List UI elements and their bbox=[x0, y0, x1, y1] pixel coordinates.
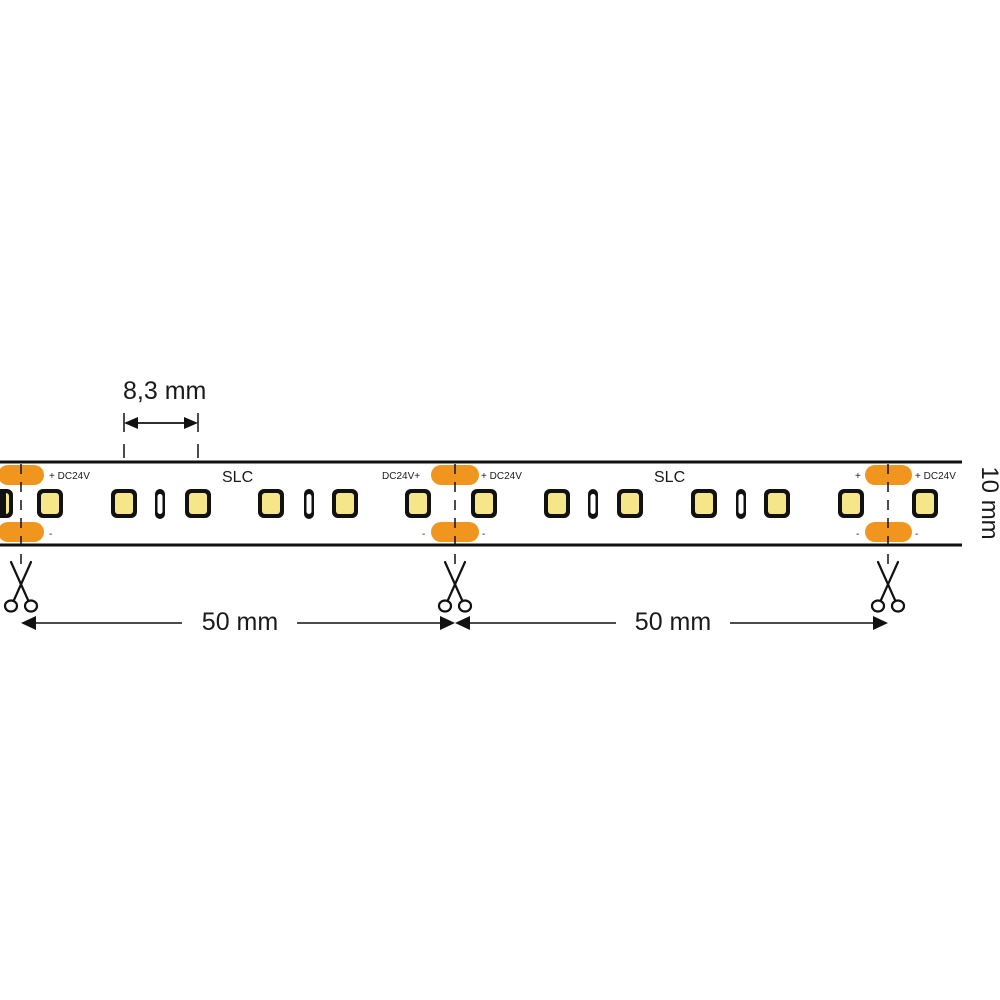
solder-pad bbox=[865, 522, 912, 542]
cut-pitch-label-2: 50 mm bbox=[635, 608, 711, 636]
led-chip bbox=[838, 489, 864, 518]
cut-pitch-dimension-1: 50 mm bbox=[21, 608, 455, 636]
led-strip bbox=[0, 460, 962, 547]
resistor bbox=[155, 489, 165, 519]
resistor bbox=[736, 489, 746, 519]
pitch-arrowhead-right bbox=[184, 417, 198, 429]
resistor bbox=[588, 489, 598, 519]
voltage-label-right: + DC24V bbox=[915, 471, 956, 482]
led-chip bbox=[764, 489, 790, 518]
scissors-icon bbox=[3, 560, 39, 613]
led-chip bbox=[691, 489, 717, 518]
minus-label-left: - bbox=[49, 529, 52, 540]
cut-pitch-arrowhead-1-left bbox=[21, 616, 36, 630]
voltage-label-left: + DC24V bbox=[49, 471, 90, 482]
solder-pad bbox=[431, 522, 479, 542]
voltage-label-mid-left: DC24V+ bbox=[382, 471, 420, 482]
cut-pitch-arrowhead-2-right bbox=[873, 616, 888, 630]
led-chip bbox=[37, 489, 63, 518]
led-chip bbox=[258, 489, 284, 518]
solder-pad bbox=[865, 465, 912, 485]
strip-width-label: 10 mm bbox=[976, 466, 1000, 539]
minus-label-right-left: - bbox=[856, 529, 859, 540]
scissors-icon bbox=[437, 560, 473, 613]
voltage-label-mid-right: + DC24V bbox=[481, 471, 522, 482]
led-chip bbox=[617, 489, 643, 518]
brand-label-2: SLC bbox=[654, 469, 685, 486]
led-chip bbox=[912, 489, 938, 518]
led-chip bbox=[111, 489, 137, 518]
led-chips bbox=[0, 489, 938, 518]
brand-label-1: SLC bbox=[222, 469, 253, 486]
cut-pitch-arrowhead-2-left bbox=[455, 616, 470, 630]
solder-pad bbox=[0, 465, 44, 485]
scissors-icon bbox=[870, 560, 906, 613]
led-pitch-dimension: 8,3 mm bbox=[123, 377, 206, 458]
led-chip bbox=[405, 489, 431, 518]
minus-label-mid-left: - bbox=[422, 529, 425, 540]
led-chip bbox=[185, 489, 211, 518]
minus-label-mid-right: - bbox=[482, 529, 485, 540]
led-pitch-label: 8,3 mm bbox=[123, 377, 206, 405]
pitch-arrowhead-left bbox=[124, 417, 138, 429]
led-chip bbox=[471, 489, 497, 518]
resistors bbox=[155, 489, 746, 519]
solder-pad bbox=[431, 465, 479, 485]
cut-pitch-label-1: 50 mm bbox=[202, 608, 278, 636]
minus-label-right-right: - bbox=[915, 529, 918, 540]
solder-pad bbox=[0, 522, 44, 542]
resistor bbox=[304, 489, 314, 519]
cut-pitch-arrowhead-1-right bbox=[440, 616, 455, 630]
led-chip-partial bbox=[0, 489, 6, 518]
strip-labels: + DC24V - SLC DC24V+ + DC24V - - SLC + +… bbox=[49, 469, 956, 540]
led-chip bbox=[544, 489, 570, 518]
led-chip bbox=[332, 489, 358, 518]
cut-pitch-dimension-2: 50 mm bbox=[455, 608, 888, 636]
solder-pads bbox=[0, 465, 912, 542]
plus-label-right: + bbox=[855, 471, 861, 482]
